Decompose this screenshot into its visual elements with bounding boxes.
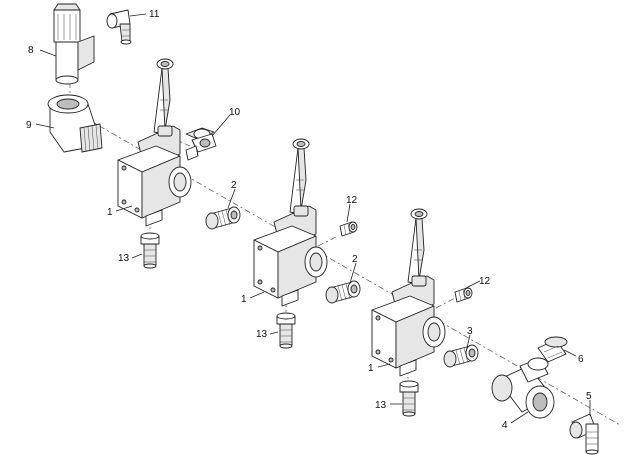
callout-3: 3 [467, 326, 473, 337]
part-1-valve-body-a [117, 58, 192, 227]
part-13-hose-barb-b [276, 312, 296, 349]
part-3-fitting [443, 344, 479, 368]
callout-9: 9 [26, 120, 32, 131]
callout-1-c: 1 [368, 363, 374, 374]
part-1-valve-body-c [371, 208, 446, 377]
axis-line-fitting-12a [317, 235, 339, 247]
part-4-tee-connector [491, 357, 555, 419]
callout-2-a: 2 [231, 180, 237, 191]
callout-10: 10 [229, 107, 241, 118]
part-10-thumb-knob [185, 127, 217, 161]
callout-4: 4 [502, 420, 508, 431]
part-8-inline-fitting [53, 3, 95, 85]
part-11-elbow-fitting [106, 9, 132, 45]
callout-13-a: 13 [118, 253, 130, 264]
part-2-fitting-b [325, 280, 361, 304]
callout-1-a: 1 [107, 207, 113, 218]
callout-1-b: 1 [241, 294, 247, 305]
part-1-valve-body-b [253, 138, 328, 307]
callout-5: 5 [586, 391, 592, 402]
part-12-small-fitting-a [339, 221, 358, 237]
axis-line-fitting-12b [435, 297, 456, 309]
part-6-angled-fitting [537, 336, 568, 363]
part-13-hose-barb-a [140, 232, 160, 269]
part-9-threaded-elbow [47, 94, 103, 153]
part-5-elbow-barb [569, 413, 599, 455]
callout-6: 6 [578, 354, 584, 365]
part-13-hose-barb-c [399, 380, 419, 417]
callout-8: 8 [28, 45, 34, 56]
leader-lines [35, 13, 591, 424]
part-2-fitting-a [205, 206, 241, 230]
callout-11: 11 [149, 9, 160, 20]
part-12-small-fitting-b [454, 287, 473, 303]
callout-13-c: 13 [375, 400, 387, 411]
callout-12-b: 12 [479, 276, 491, 287]
callout-2-b: 2 [352, 254, 358, 265]
callout-12-a: 12 [346, 195, 358, 206]
callout-13-b: 13 [256, 329, 268, 340]
